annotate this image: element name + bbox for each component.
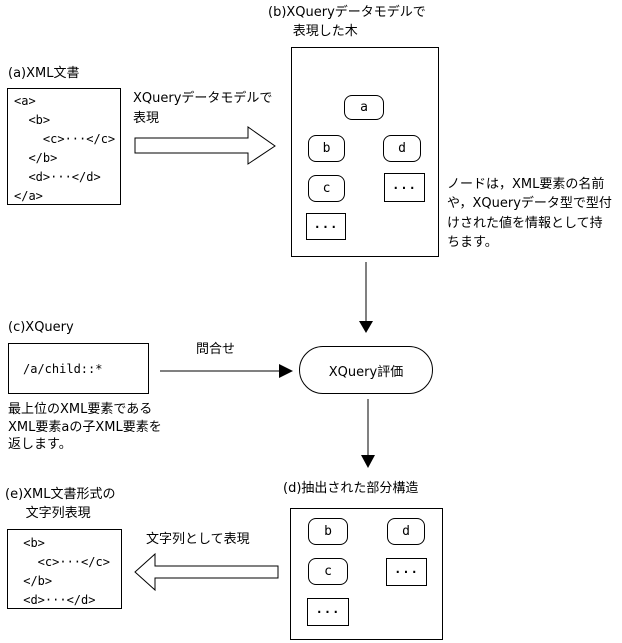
string-representation-box: <b> <c>···</c> </b> <d>···</d> (7, 529, 122, 609)
xml-document-box: <a> <b> <c>···</c> </b> <d>···</d> </a> (7, 88, 121, 205)
tree-d-node-b: b (308, 518, 348, 545)
string-arrow-shape (134, 552, 279, 592)
section-a-label: (a)XML文書 (8, 66, 80, 81)
model-arrow-shape (134, 126, 276, 165)
tree-b-node-c: c (308, 175, 345, 202)
section-b-label: (b)XQueryデータモデルで 表現した木 (268, 5, 426, 39)
tree-b-node-d: d (383, 135, 421, 162)
section-c-label: (c)XQuery (8, 320, 74, 335)
node-info-note: ノードは，XML要素の名前 や，XQueryデータ型で型付 けされた値を情報とし… (447, 177, 612, 250)
section-d-label: (d)抽出された部分構造 (283, 481, 419, 496)
tree-d-textnode-d: ··· (386, 558, 427, 586)
tree-d-textnode-c: ··· (307, 598, 349, 626)
tree-b-textnode-d: ··· (384, 173, 425, 202)
section-e-label: (e)XML文書形式の 文字列表現 (5, 487, 116, 521)
xquery-description: 最上位のXML要素である XML要素aの子XML要素を 返します。 (8, 402, 162, 452)
tree-b-textnode-c: ··· (306, 213, 346, 240)
query-arrow-label: 問合せ (196, 342, 236, 357)
string-arrow-label: 文字列として表現 (146, 532, 250, 547)
tree-d-node-c: c (308, 558, 348, 585)
string-representation-code: <b> <c>···</c> </b> <d>···</d> (23, 536, 110, 607)
arrow-eval-to-d-head (361, 455, 375, 468)
arrow-tree-to-eval-head (359, 321, 373, 333)
xquery-expression: /a/child::* (23, 362, 103, 376)
tree-b-node-b: b (308, 135, 345, 162)
query-arrow-head (279, 364, 293, 378)
xquery-evaluation-box: XQuery評価 (299, 346, 433, 394)
tree-b-node-a: a (344, 95, 384, 120)
tree-d-node-d: d (387, 518, 425, 545)
xml-document-code: <a> <b> <c>···</c> </b> <d>···</d> </a> (14, 94, 116, 203)
model-arrow-label: XQueryデータモデルで 表現 (133, 91, 273, 126)
xquery-box: /a/child::* (8, 343, 149, 394)
